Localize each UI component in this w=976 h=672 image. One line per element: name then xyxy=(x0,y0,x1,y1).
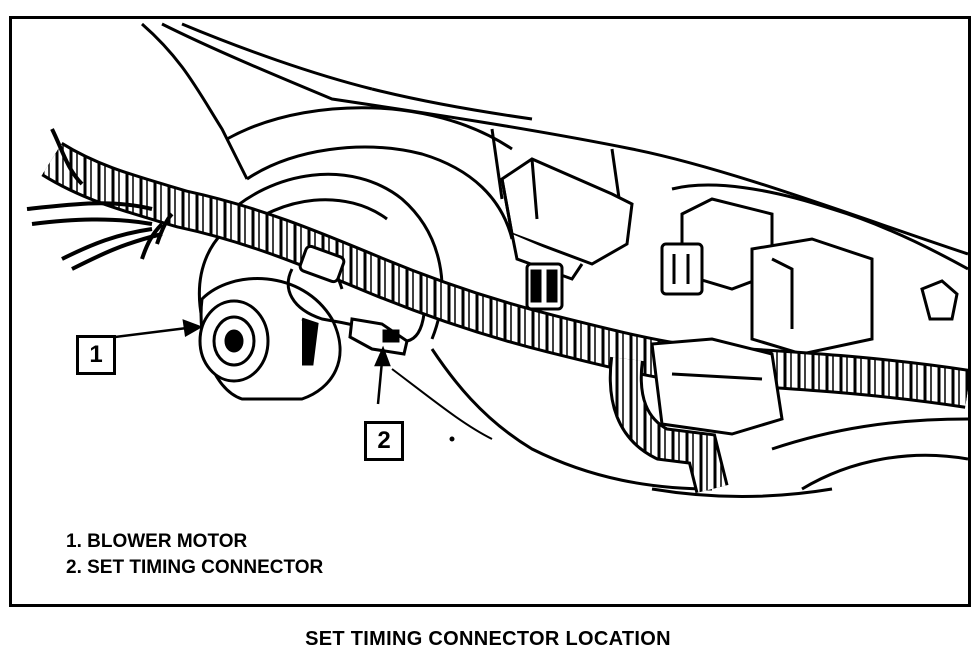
engine-bay-illustration xyxy=(26,22,968,498)
legend-item-blower-motor: 1. BLOWER MOTOR xyxy=(66,531,248,552)
diagram-frame: 1 2 1. BLOWER MOTOR 2. SET TIMING CONNEC… xyxy=(9,16,971,607)
callout-2-box: 2 xyxy=(364,421,404,461)
set-timing-connector xyxy=(286,244,426,356)
legend: 1. BLOWER MOTOR 2. SET TIMING CONNECTOR xyxy=(66,529,323,581)
blower-motor xyxy=(198,277,342,401)
body-panel xyxy=(141,22,968,498)
legend-item-set-timing-connector: 2. SET TIMING CONNECTOR xyxy=(66,557,324,578)
callout-1-box: 1 xyxy=(76,335,116,375)
relay-block xyxy=(660,197,959,356)
loose-wires xyxy=(26,128,174,271)
wiring-harness xyxy=(41,141,968,494)
leader-lines xyxy=(106,319,391,405)
lower-contour xyxy=(391,368,493,442)
control-module xyxy=(500,157,634,311)
figure-caption: SET TIMING CONNECTOR LOCATION xyxy=(305,628,671,650)
